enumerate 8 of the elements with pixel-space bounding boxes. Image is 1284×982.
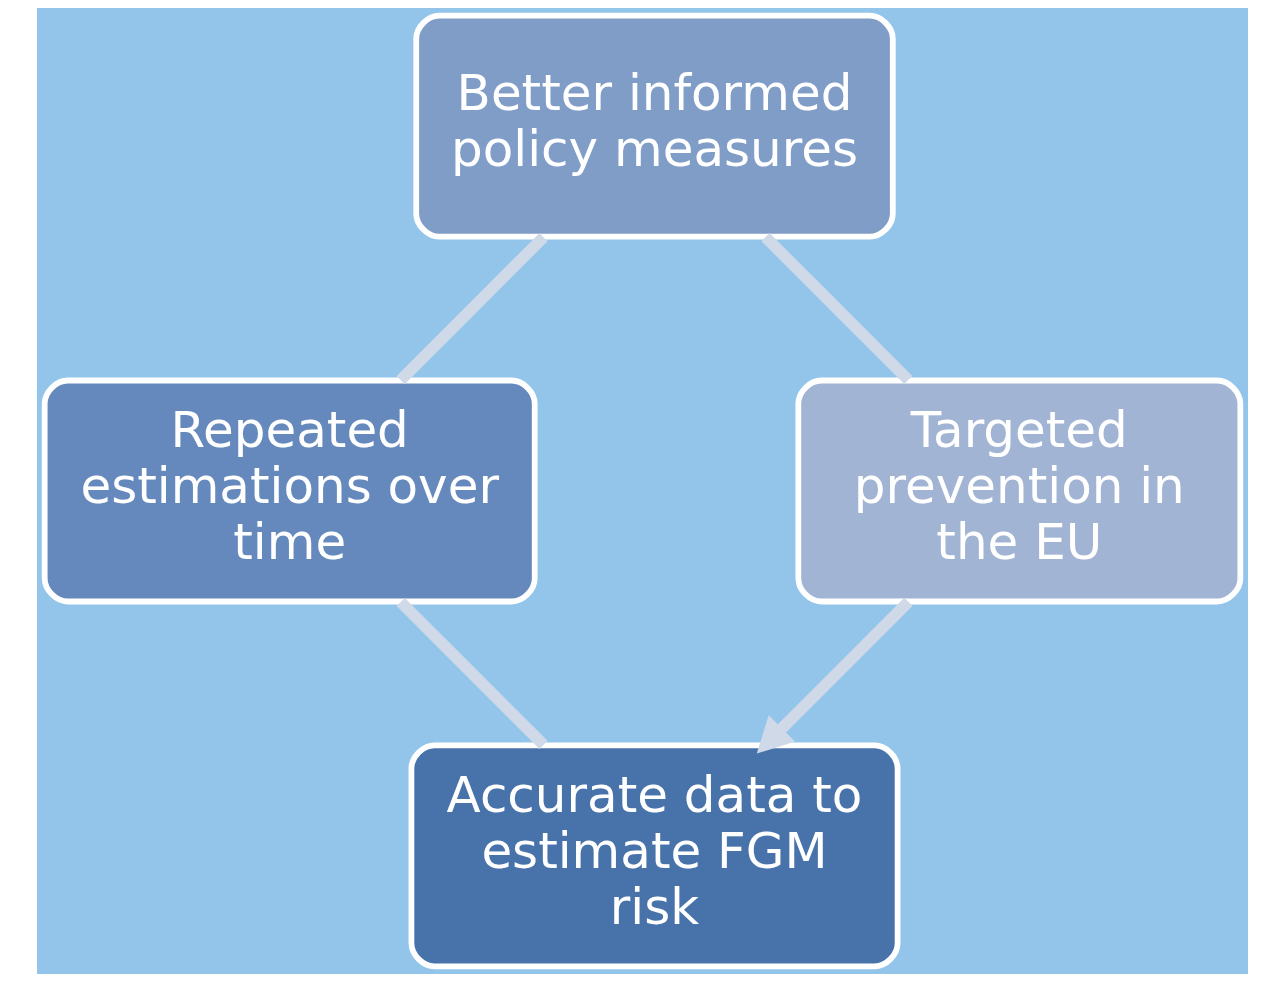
- connector: [396, 233, 548, 385]
- connector: [760, 233, 912, 385]
- arrow: [756, 597, 912, 754]
- node-box: Better informed policy measures: [412, 12, 896, 240]
- node-box: Accurate data to estimate FGM risk: [408, 742, 900, 970]
- node-box: Targeted prevention in the EU: [794, 377, 1243, 605]
- node-box: Repeated estimations over time: [41, 377, 538, 605]
- connector: [396, 597, 548, 749]
